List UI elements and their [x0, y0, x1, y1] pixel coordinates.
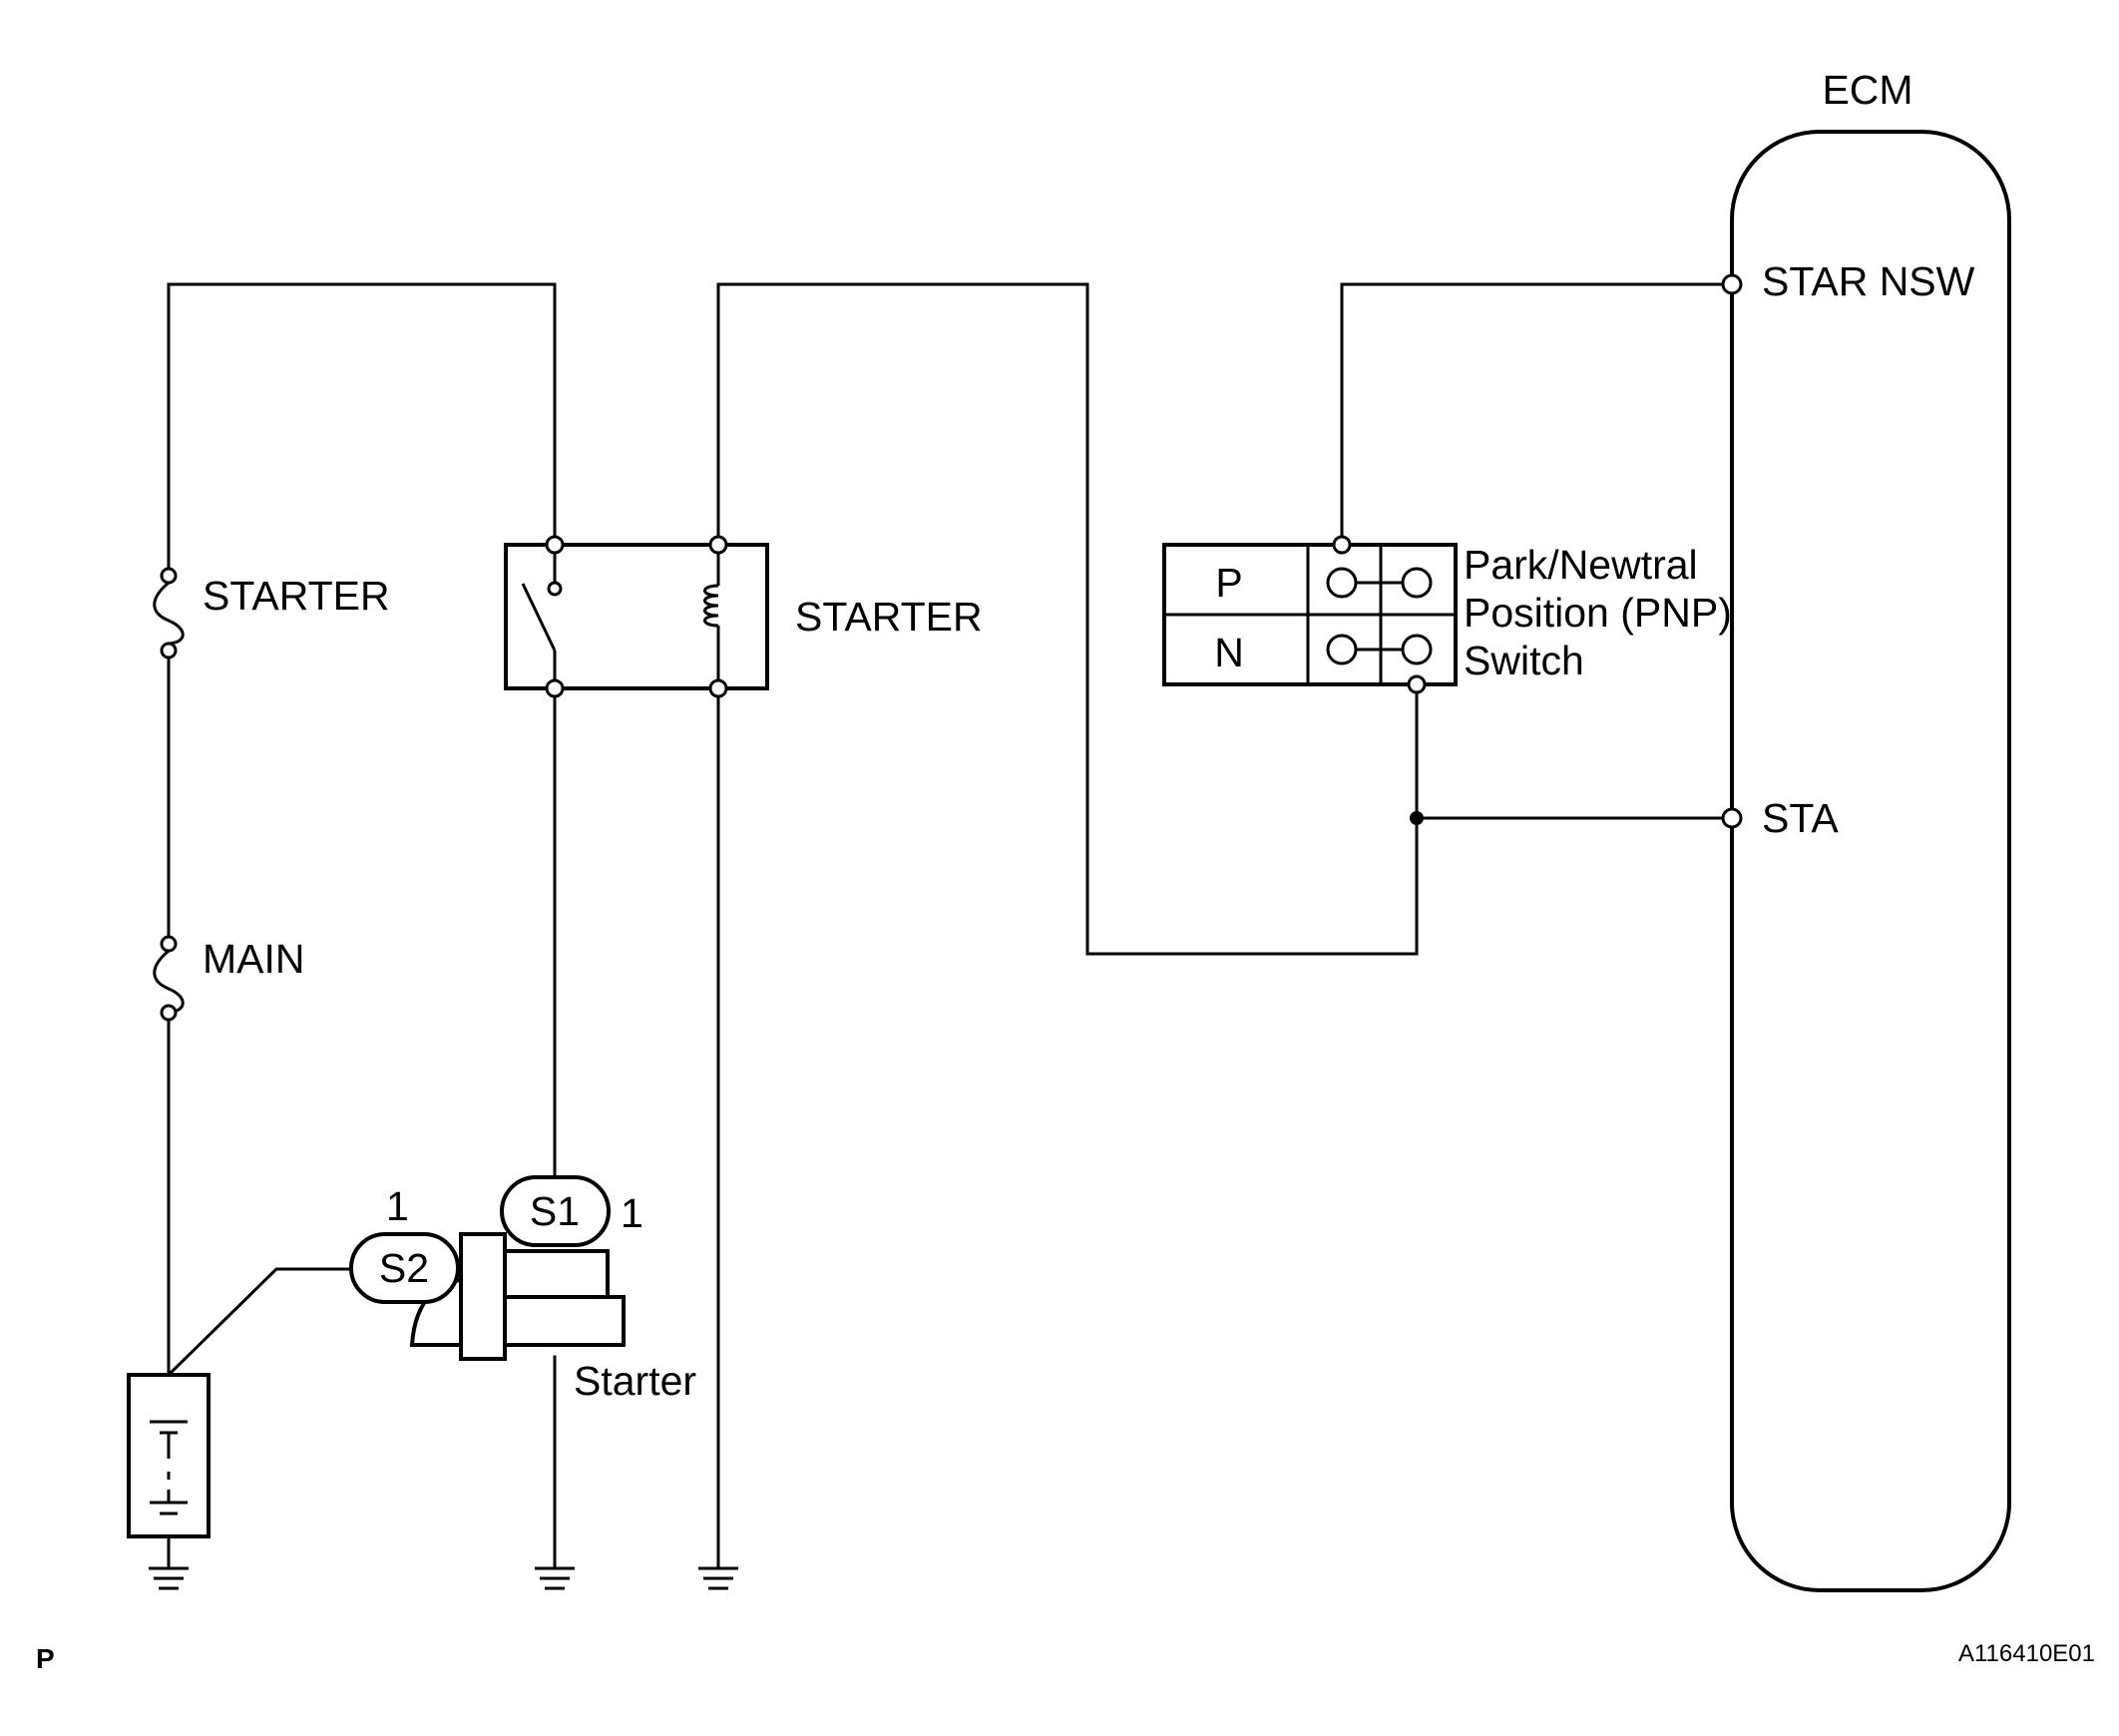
- connector-s1-pin: 1: [621, 1190, 643, 1236]
- ecm-terminal-pin: [1721, 807, 1743, 829]
- starter-motor: S1 S2 1 1 Starter: [349, 1175, 696, 1404]
- ecm-terminal-pin: [1721, 273, 1743, 295]
- connector-s2-pin: 1: [386, 1183, 409, 1229]
- ground-symbol: [698, 1566, 738, 1590]
- wire-starter-fuse-to-relay: [167, 282, 557, 578]
- connector-s2-label: S2: [379, 1245, 429, 1291]
- pnp-switch: P N Park/Newtral Position (PNP) Switch: [1162, 535, 1732, 694]
- fuse-main-label: MAIN: [203, 936, 305, 982]
- wire-battery-to-s2: [166, 1267, 353, 1378]
- junction-dot: [1410, 811, 1424, 825]
- pnp-position-p: P: [1215, 560, 1242, 606]
- starter-relay: STARTER: [504, 535, 983, 698]
- pnp-switch-label-line-3: Switch: [1464, 638, 1584, 683]
- starter-motor-label: Starter: [574, 1358, 696, 1404]
- pnp-switch-label-line-2: Position (PNP): [1464, 590, 1732, 636]
- wire-relay-coil-to-pnp: [716, 282, 1419, 956]
- relay-starter-label: STARTER: [795, 594, 983, 640]
- figure-id: A116410E01: [1958, 1640, 2095, 1667]
- pnp-switch-label-line-1: Park/Newtral: [1464, 542, 1698, 588]
- page-mark: P: [36, 1643, 55, 1674]
- connector-s1: S1: [500, 1175, 611, 1247]
- fuse-main: MAIN: [153, 935, 305, 1022]
- wires: [166, 282, 1734, 1568]
- ecm-title: ECM: [1822, 67, 1912, 113]
- battery: [127, 1373, 211, 1568]
- ecm-terminal-star-nsw: STAR NSW: [1762, 258, 1975, 304]
- ecm-terminal-sta: STA: [1762, 795, 1839, 841]
- wire-pnp-to-star-nsw: [1340, 282, 1734, 546]
- ground-symbol: [535, 1566, 575, 1590]
- fuse-starter-label: STARTER: [203, 573, 390, 619]
- pnp-position-n: N: [1214, 630, 1244, 675]
- connector-s1-label: S1: [530, 1188, 580, 1234]
- fuse-starter: STARTER: [153, 567, 390, 659]
- connector-s2: S2: [349, 1232, 460, 1304]
- ground-symbol: [149, 1566, 189, 1590]
- ecm: ECM STAR NSW STA: [1721, 67, 2011, 1592]
